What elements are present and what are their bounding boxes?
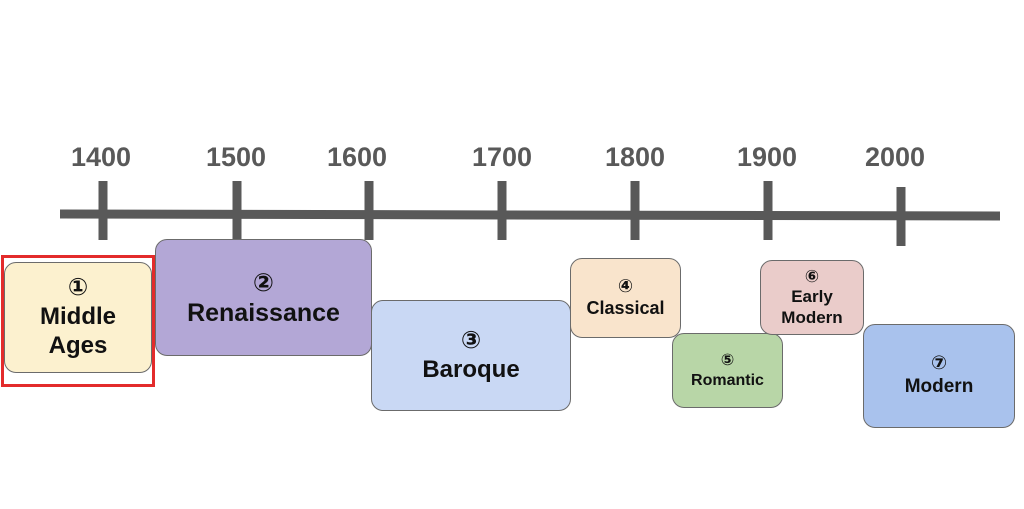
year-label-1800: 1800 xyxy=(605,142,665,172)
year-label-1400: 1400 xyxy=(71,142,131,172)
period-number: ⑦ xyxy=(930,353,948,375)
period-number: ⑥ xyxy=(804,266,820,286)
period-number: ⑤ xyxy=(720,352,735,370)
period-baroque[interactable]: ③ Baroque xyxy=(371,300,571,411)
period-label: Renaissance xyxy=(187,298,340,327)
year-label-1700: 1700 xyxy=(472,142,532,172)
year-label-1600: 1600 xyxy=(327,142,387,172)
period-romantic[interactable]: ⑤ Romantic xyxy=(672,333,783,408)
period-early-modern[interactable]: ⑥ Early Modern xyxy=(760,260,864,335)
period-label: Romantic xyxy=(691,371,764,389)
period-number: ③ xyxy=(460,326,482,354)
period-label: Middle Ages xyxy=(40,303,116,359)
period-renaissance[interactable]: ② Renaissance xyxy=(155,239,372,356)
period-middle-ages[interactable]: ① Middle Ages xyxy=(4,262,152,373)
year-label-2000: 2000 xyxy=(865,142,925,172)
period-number: ④ xyxy=(617,276,634,297)
period-classical[interactable]: ④ Classical xyxy=(570,258,681,338)
period-modern[interactable]: ⑦ Modern xyxy=(863,324,1015,428)
period-label: Early Modern xyxy=(781,287,843,327)
period-label: Modern xyxy=(904,376,974,397)
period-number: ② xyxy=(252,268,275,297)
period-number: ① xyxy=(67,274,89,302)
period-label: Classical xyxy=(586,298,665,318)
period-label: Baroque xyxy=(422,355,520,383)
timeline-line xyxy=(59,209,1001,221)
year-label-1900: 1900 xyxy=(737,142,797,172)
year-label-1500: 1500 xyxy=(206,142,266,172)
